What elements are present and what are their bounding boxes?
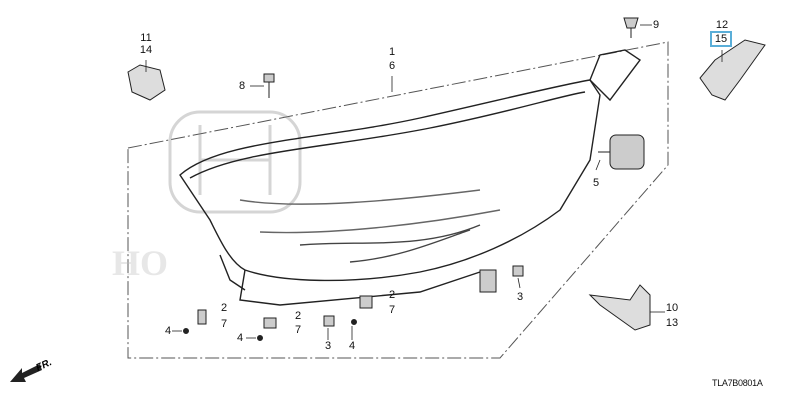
callout-4: 4 bbox=[236, 332, 244, 344]
honda-watermark: HO bbox=[112, 110, 302, 283]
callout-3: 3 bbox=[324, 340, 332, 352]
callout-7: 7 bbox=[294, 324, 302, 336]
part-11-14-bracket bbox=[127, 64, 166, 101]
callout-6: 6 bbox=[388, 60, 396, 72]
headlight-assembly bbox=[179, 49, 642, 306]
callout-12: 12 bbox=[715, 19, 729, 31]
callout-4: 4 bbox=[164, 325, 172, 337]
callout-10: 10 bbox=[665, 302, 679, 314]
small-clips bbox=[183, 265, 524, 341]
callout-14: 14 bbox=[139, 44, 153, 56]
callout-7: 7 bbox=[220, 318, 228, 330]
callout-8: 8 bbox=[238, 80, 246, 92]
callout-11: 11 bbox=[140, 32, 152, 44]
callout-4: 4 bbox=[348, 340, 356, 352]
part-10-13-bracket bbox=[588, 284, 651, 331]
callout-15-highlighted: 15 bbox=[710, 31, 732, 47]
callout-3: 3 bbox=[516, 291, 524, 303]
svg-text:HO: HO bbox=[112, 243, 168, 283]
callout-1: 1 bbox=[388, 46, 396, 58]
diagram-code: TLA7B0801A bbox=[712, 378, 763, 388]
leader-lines bbox=[145, 24, 723, 340]
callout-7: 7 bbox=[388, 304, 396, 316]
callout-2: 2 bbox=[220, 302, 228, 314]
assembly-boundary bbox=[127, 41, 669, 359]
part-9-clip bbox=[623, 17, 639, 38]
part-8-screw bbox=[263, 73, 275, 98]
callout-13: 13 bbox=[665, 317, 679, 329]
part-12-15-bracket bbox=[699, 39, 766, 101]
front-direction-arrow-icon bbox=[10, 364, 42, 382]
callout-5: 5 bbox=[592, 177, 600, 189]
callout-9: 9 bbox=[652, 19, 660, 31]
callout-2: 2 bbox=[294, 310, 302, 322]
part-5-bulb-socket bbox=[598, 134, 645, 170]
callout-2: 2 bbox=[388, 289, 396, 301]
